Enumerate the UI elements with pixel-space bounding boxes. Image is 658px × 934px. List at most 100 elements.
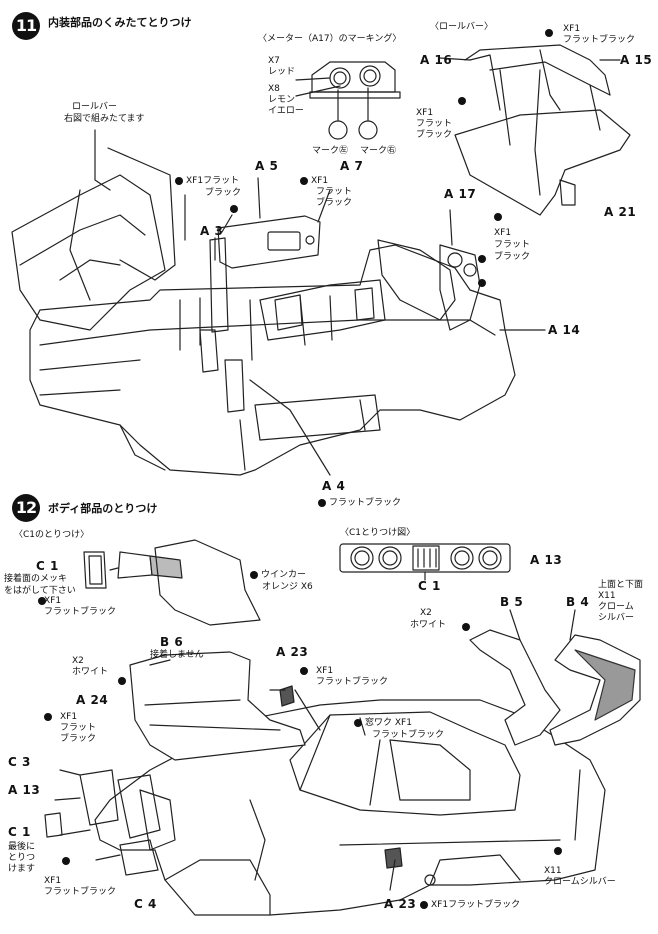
paint-dot-icon (62, 856, 70, 865)
xf1-a23-fb: フラットブラック (316, 677, 389, 687)
part-b5: B 5 (500, 595, 524, 609)
paint-dot-icon (354, 718, 362, 727)
mark-right: マーク㊨ (360, 146, 397, 156)
window-frame-paint: 窓ワク XF1 (354, 718, 412, 729)
paint-dot-a23 (300, 666, 311, 677)
c1-last-1: 最後に (8, 842, 36, 852)
paint-dot-b5 (462, 622, 473, 633)
rollbar-note-2: 右図で組みたてます (64, 114, 145, 124)
xf1-a17-flat: フラット (494, 240, 531, 250)
step-11-number: 11 (12, 12, 40, 40)
xf1-c1b: XF1 (44, 876, 62, 886)
paint-dot-a5 (230, 204, 241, 215)
xf1-rollbar-black: ブラック (416, 130, 453, 140)
part-b6: B 6 (160, 635, 184, 649)
xf1-label-a5-b: ブラック (205, 188, 242, 198)
b4-note-4: シルバー (598, 613, 635, 623)
xf1-a17: XF1 (494, 228, 512, 238)
part-a16: A 16 (420, 53, 453, 67)
part-a23-bottom: A 23 (384, 897, 417, 911)
rollbar-note-1: ロールバー (72, 102, 118, 112)
paint-dot-icon (420, 900, 428, 909)
paint-dot-a17 (494, 212, 505, 223)
meter-marking-drawing (295, 61, 401, 140)
window-frame-fb: フラットブラック (372, 730, 445, 740)
paint-dot-icon (175, 176, 183, 185)
a4-paint: フラットブラック (318, 498, 401, 509)
mark-left: マーク㊧ (312, 146, 349, 156)
paint-dot-icon (230, 204, 238, 213)
part-a13-fig: A 13 (530, 553, 563, 567)
b4-note-1: 上面と下面 (598, 580, 644, 590)
part-a17: A 17 (444, 187, 477, 201)
xf1-a23: XF1 (316, 666, 334, 676)
x8-color-2: イエロー (268, 106, 304, 116)
x2-b6: X2 (72, 656, 84, 666)
paint-dot-b6 (118, 676, 129, 687)
part-a3: A 3 (200, 224, 224, 238)
rollbar-title: 〈ロールバー〉 (430, 22, 494, 32)
paint-dot-rollbar (458, 96, 469, 107)
paint-dot-icon (118, 676, 126, 685)
xf1-c1b-fb: フラットブラック (44, 887, 117, 897)
paint-dot-icon (318, 498, 326, 507)
paint-dot-icon (478, 278, 486, 287)
paint-dot-icon (44, 712, 52, 721)
c1-title: 〈C1のとりつけ〉 (14, 530, 90, 540)
part-a13: A 13 (8, 783, 41, 797)
step-12-number: 12 (12, 494, 40, 522)
part-a4: A 4 (322, 479, 346, 493)
paint-dot-icon (458, 96, 466, 105)
xf1-c1-fb: フラットブラック (44, 607, 117, 617)
paint-dot-a24 (44, 712, 55, 723)
part-b4: B 4 (566, 595, 590, 609)
x8-color-1: レモン (268, 95, 296, 105)
paint-dot-icon (300, 176, 308, 185)
x7-color: レッド (268, 67, 296, 77)
paint-dot-top (545, 28, 556, 39)
xf1-label-a7-flat: フラット (316, 187, 353, 197)
b4-note-3: クローム (598, 602, 634, 612)
car-body-drawing (44, 609, 641, 916)
xf1-top-flat-black: フラットブラック (563, 35, 636, 45)
paint-dot-c1 (38, 596, 49, 607)
c1-last-3: けます (8, 864, 36, 874)
part-c1-fig: C 1 (418, 579, 441, 593)
xf1-a24: XF1 (60, 712, 78, 722)
c1-detail-drawing (83, 539, 261, 626)
part-c3: C 3 (8, 755, 31, 769)
paint-dot-icon (462, 622, 470, 631)
part-a7: A 7 (340, 159, 364, 173)
xf1-label-a7: XF1 (300, 176, 328, 187)
paint-dot-icon (38, 596, 46, 605)
paint-dot-x11 (554, 846, 565, 857)
x11-chrome: クロームシルバー (544, 877, 616, 887)
b4-note-2: X11 (598, 591, 616, 601)
x2-b6-white: ホワイト (72, 667, 109, 677)
xf1-a24-flat: フラット (60, 723, 97, 733)
step-11-title: 内装部品のくみたてとりつけ (48, 16, 192, 29)
xf1-a24-black: ブラック (60, 734, 97, 744)
paint-dot-icon (250, 570, 258, 579)
c1-note-2: をはがして下さい (4, 586, 76, 596)
part-a14: A 14 (548, 323, 581, 337)
paint-dot-icon (545, 28, 553, 37)
x8-code: X8 (268, 84, 280, 94)
x11-code: X11 (544, 866, 562, 876)
part-a15: A 15 (620, 53, 653, 67)
paint-dot-icon (478, 254, 486, 263)
xf1-rollbar: XF1 (416, 108, 434, 118)
winker-paint: ウインカー (250, 570, 306, 581)
meter-marking-title: 〈メーター（A17）のマーキング〉 (258, 34, 402, 44)
part-c1-detail: C 1 (36, 559, 59, 573)
xf1-top: XF1 (563, 24, 581, 34)
xf1-label-a7-black: ブラック (316, 198, 353, 208)
x7-code: X7 (268, 56, 280, 66)
part-a5: A 5 (255, 159, 279, 173)
xf1-a17-black: ブラック (494, 252, 531, 262)
x2-b5: X2 (420, 608, 432, 618)
c1-grille-drawing (339, 543, 511, 581)
part-a24: A 24 (76, 693, 109, 707)
